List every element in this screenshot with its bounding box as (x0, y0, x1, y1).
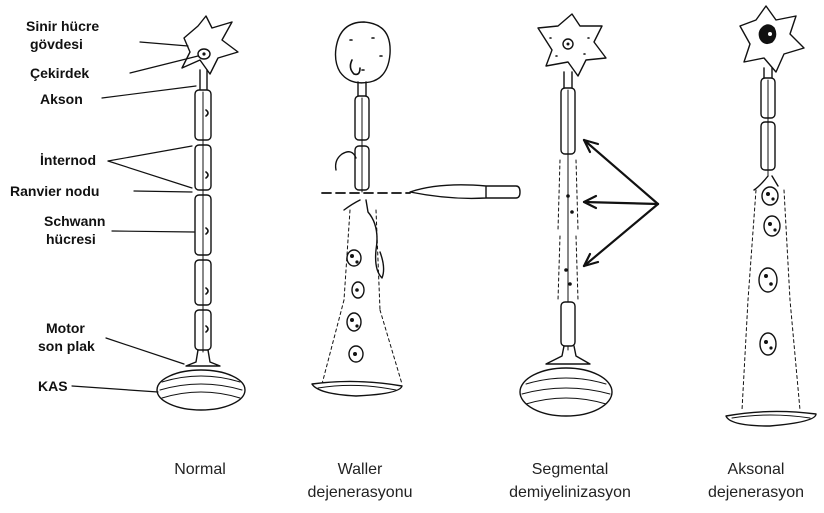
segmental-muscle (520, 368, 612, 416)
cell-body-label-line2: gövdesi (30, 36, 83, 52)
normal-cell-body (182, 16, 238, 74)
caption-axonal-line1: Aksonal (694, 460, 818, 480)
caption-axonal-line2: dejenerasyon (694, 483, 818, 503)
caption-waller-line2: dejenerasyonu (290, 483, 430, 503)
motor-end-plate-label-line2: son plak (38, 338, 95, 354)
ranvier-node-label: Ranvier nodu (10, 183, 99, 199)
normal-muscle (157, 370, 245, 410)
internode-label: İnternod (40, 152, 96, 168)
cell-body-label-line1: Sinir hücre (26, 18, 99, 34)
schwann-label-line1: Schwann (44, 213, 105, 229)
lesion-arrows (584, 140, 658, 266)
segmental-cell-body (538, 14, 606, 76)
knife-icon (410, 185, 520, 199)
nucleus-label: Çekirdek (30, 65, 89, 81)
caption-normal: Normal (150, 460, 250, 480)
caption-segmental-line2: demiyelinizasyon (485, 483, 655, 503)
wallerian-neuron (312, 22, 520, 396)
normal-neuron (157, 16, 245, 410)
axonal-debris (759, 187, 780, 355)
muscle-label: KAS (38, 378, 68, 394)
caption-waller-line1: Waller (290, 460, 430, 480)
segmental-neuron (520, 14, 658, 416)
schwann-label-line2: hücresi (46, 231, 96, 247)
waller-cell-body (336, 22, 391, 83)
waller-debris (347, 250, 364, 362)
axon-label: Akson (40, 91, 83, 107)
motor-end-plate-label-line1: Motor (46, 320, 85, 336)
waller-muscle (312, 381, 402, 396)
axonal-muscle (726, 411, 816, 426)
segmental-schwann-segment (561, 302, 575, 346)
axonal-neuron (726, 6, 816, 426)
caption-segmental-line1: Segmental (485, 460, 655, 480)
